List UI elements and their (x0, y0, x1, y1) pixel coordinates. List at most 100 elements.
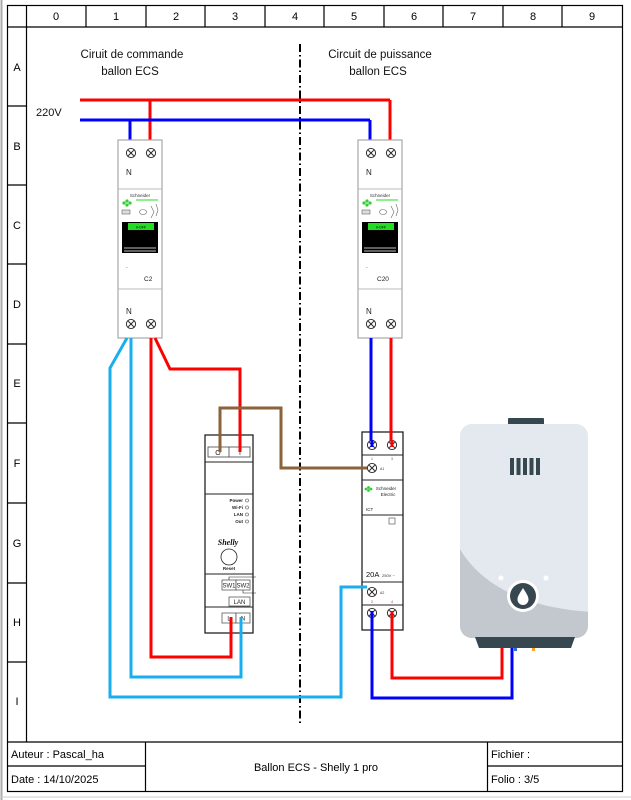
terminal-icon (385, 318, 397, 330)
breaker-neutral-label: N (126, 168, 132, 177)
water-heater-icon (460, 418, 588, 651)
grid-column-label: 8 (530, 11, 536, 23)
grid-column-label: 6 (411, 11, 417, 23)
coil-a1-label: A1 (380, 467, 384, 471)
phase-wire-to-shelly-l (149, 338, 233, 659)
heater-vent-icon (510, 458, 540, 475)
terminal-in-label: I (239, 450, 241, 457)
contactor-model: ICT (366, 507, 374, 512)
grid-column-label: 7 (470, 11, 476, 23)
indicator-icon (361, 209, 371, 215)
handle-off-indicator (128, 223, 154, 230)
grid-row-label: C (13, 220, 21, 232)
section-title-command: Ciruit de commande (81, 49, 184, 61)
curve-symbol-icon (390, 203, 399, 219)
terminal-4-label: 4 (391, 600, 393, 604)
section-subtitle-command: ballon ECS (101, 66, 159, 78)
grid-row-label: H (13, 617, 21, 629)
heater-indicator-dot (543, 575, 549, 581)
terminal-icon (125, 318, 137, 330)
status-window (388, 517, 396, 525)
terminal-n (235, 612, 251, 624)
grid-row-label: E (13, 378, 20, 390)
led-lan-icon (245, 512, 249, 517)
terminal-l-label: L (227, 617, 231, 623)
grid-column-label: 4 (292, 11, 298, 23)
coil-a2-label: A2 (380, 591, 384, 595)
date-field: Date : 14/10/2025 (11, 774, 98, 786)
breaker-rating: C2 (144, 276, 153, 283)
reset-button (220, 548, 238, 566)
test-button-icon (379, 209, 387, 215)
terminal-3-label: 3 (391, 457, 393, 461)
heater-pipe-stub (532, 648, 535, 651)
led-wifi-label: Wi-Fi (232, 505, 243, 510)
grid-row-label: D (13, 299, 21, 311)
heater-pipe-stub (514, 648, 517, 651)
coil-a1-terminal-icon (366, 462, 378, 474)
handle-off-indicator (368, 223, 394, 230)
section-title-power: Circuit de puissance (328, 49, 432, 61)
contactor-brand-line2: Electric (381, 492, 397, 497)
terminal-out-label: O (215, 450, 221, 457)
terminal-icon (145, 147, 157, 159)
breaker-neutral-label: N (126, 307, 132, 316)
handle-label: 0-OFF (136, 226, 146, 230)
water-drop-icon (517, 588, 529, 605)
drawing-title: Ballon ECS - Shelly 1 pro (254, 762, 378, 774)
sheet-border (6, 4, 624, 793)
contactor-brand-line1: Schneider (376, 486, 397, 491)
led-power-label: Power (229, 498, 243, 503)
sw2-label: SW2 (236, 584, 250, 590)
sw2-terminal (235, 579, 251, 591)
sw1-label: SW1 (222, 584, 236, 590)
grid-row-label: A (13, 62, 21, 74)
breaker-power-c20: N Schneider 0-OFF - C20 N (357, 139, 403, 339)
neutral-wire-to-heater (370, 613, 514, 700)
led-lan-label: LAN (234, 512, 243, 517)
contactor-rating: 20A (366, 570, 379, 579)
terminal-icon (365, 147, 377, 159)
grid-column-label: 9 (589, 11, 595, 23)
control-wire-shelly-o-to-a1 (218, 406, 367, 470)
terminal-2-label: 2 (371, 600, 373, 604)
led-out-icon (245, 519, 249, 524)
grid-column-label: 3 (232, 11, 238, 23)
contactor-voltage: 250V ~ (382, 573, 395, 578)
led-wifi-icon (245, 505, 249, 510)
heater-indicator-dot (498, 575, 504, 581)
led-power-icon (245, 498, 249, 503)
led-out-label: Out (235, 519, 243, 524)
breaker-dash: - (366, 265, 368, 271)
breaker-command-c2: N Schneider 0-OFF - C2 N (117, 139, 163, 339)
folio-field: Folio : 3/5 (491, 774, 539, 786)
curve-symbol-icon (150, 203, 159, 219)
frame-grid (6, 4, 624, 793)
breaker-dash: - (126, 265, 128, 271)
indicator-icon (121, 209, 131, 215)
grid-row-label: I (15, 696, 18, 708)
terminal-icon (385, 147, 397, 159)
switch-input-leads (228, 576, 256, 594)
grid-column-label: 0 (53, 11, 59, 23)
heater-top-cap (508, 418, 544, 425)
coil-a2-terminal-icon (366, 586, 378, 598)
breaker-neutral-label: N (366, 307, 372, 316)
schneider-logo-icon (364, 486, 373, 492)
grid-row-label: F (14, 458, 21, 470)
neutral-wire-to-contactor-a2 (108, 337, 367, 699)
title-block: Auteur : Pascal_ha Date : 14/10/2025 Bal… (7, 742, 623, 792)
lan-port (228, 596, 251, 607)
grid-row-label: B (13, 141, 20, 153)
schneider-logo-icon (122, 199, 132, 207)
breaker-brand: Schneider (130, 193, 151, 198)
file-field: Fichier : (491, 749, 530, 761)
reset-label: Reset (223, 566, 236, 571)
lan-label: LAN (234, 600, 246, 606)
shelly-1-pro-module: O I Power Wi-Fi LAN Out Shelly Reset SW1… (204, 434, 256, 634)
terminal-n-label: N (241, 617, 245, 623)
phase-wire-to-shelly-i (153, 337, 242, 452)
breaker-neutral-label: N (366, 168, 372, 177)
grid-row-label: G (13, 538, 22, 550)
